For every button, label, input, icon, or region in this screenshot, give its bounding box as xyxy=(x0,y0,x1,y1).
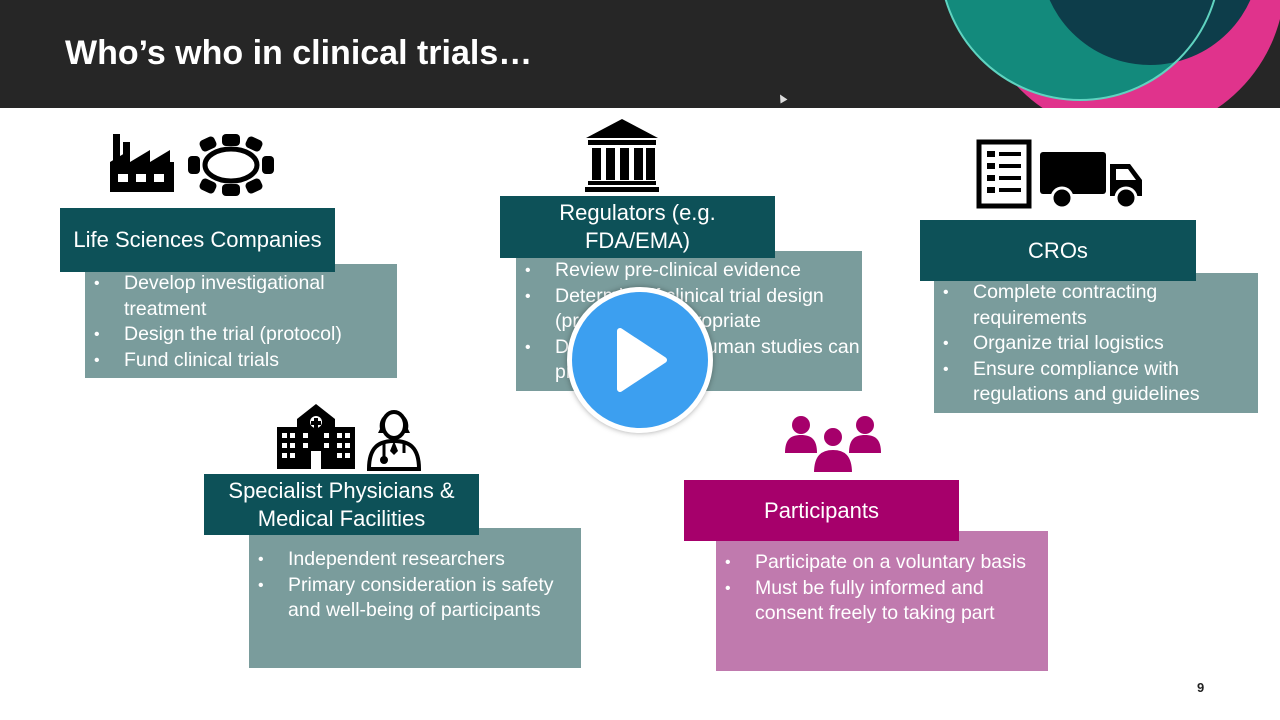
government-building-icon xyxy=(585,119,659,192)
participants-details: Participate on a voluntary basis Must be… xyxy=(716,531,1048,671)
life-sciences-heading: Life Sciences Companies xyxy=(60,208,335,272)
bullet-item: Primary consideration is safety and well… xyxy=(249,573,581,624)
play-button[interactable] xyxy=(567,287,713,433)
bullet-item: Design the trial (protocol) xyxy=(85,322,397,348)
checklist-icon xyxy=(976,139,1032,209)
bullet-item: Complete contracting requirements xyxy=(934,280,1258,331)
bullet-item: Ensure compliance with regulations and g… xyxy=(934,357,1258,408)
bullet-item: Fund clinical trials xyxy=(85,348,397,374)
people-group-icon xyxy=(785,416,881,474)
bullet-item: Review pre-clinical evidence xyxy=(516,258,862,284)
cros-details: Complete contracting requirements Organi… xyxy=(934,273,1258,413)
physicians-heading: Specialist Physicians & Medical Faciliti… xyxy=(204,474,479,535)
page-number: 9 xyxy=(1197,680,1205,695)
header-decoration xyxy=(944,0,1280,108)
participants-heading: Participants xyxy=(684,480,959,541)
doctor-icon xyxy=(366,410,422,471)
bullet-item: Participate on a voluntary basis xyxy=(716,550,1048,576)
regulators-heading: Regulators (e.g. FDA/EMA) xyxy=(500,196,775,258)
bullet-item: Must be fully informed and consent freel… xyxy=(716,576,1048,627)
cros-heading: CROs xyxy=(920,220,1196,281)
physicians-details: Independent researchers Primary consider… xyxy=(249,528,581,668)
boardroom-icon xyxy=(188,134,274,196)
hospital-icon xyxy=(277,404,355,469)
bullet-item: Independent researchers xyxy=(249,547,581,573)
factory-icon xyxy=(110,134,174,192)
slide-header: Who’s who in clinical trials… xyxy=(0,0,1280,108)
life-sciences-details: Develop investigational treatment Design… xyxy=(85,264,397,378)
slide-title: Who’s who in clinical trials… xyxy=(65,34,533,72)
bullet-item: Organize trial logistics xyxy=(934,331,1258,357)
play-icon xyxy=(617,328,667,392)
bullet-item: Develop investigational treatment xyxy=(85,271,397,322)
truck-icon xyxy=(1040,152,1142,210)
